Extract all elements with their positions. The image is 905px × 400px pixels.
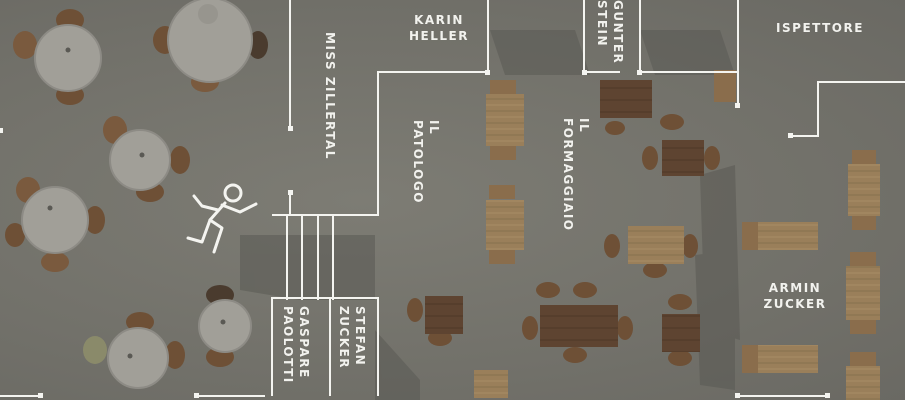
label-gaspare-paolotti[interactable]: GASPARE PAOLOTTI [281, 306, 311, 384]
label-gunter-stein[interactable]: GUNTER STEIN [595, 0, 625, 65]
round-table-3 [103, 116, 190, 202]
table-formaggiaio-top [600, 70, 736, 135]
shadows [240, 30, 740, 400]
table-right-1 [742, 222, 818, 250]
running-person-icon [186, 183, 258, 254]
label-stefan-zucker[interactable]: STEFAN ZUCKER [337, 306, 367, 369]
round-table-6 [198, 285, 252, 367]
table-right-small [662, 294, 700, 366]
table-ispettore [848, 150, 880, 230]
label-il-formaggiaio[interactable]: IL FORMAGGIAIO [561, 118, 591, 232]
round-table-2 [153, 0, 268, 92]
table-bottom-right [846, 352, 880, 400]
round-table-4 [5, 177, 105, 272]
round-table-1 [13, 9, 102, 105]
label-ispettore[interactable]: ISPETTORE [776, 21, 864, 35]
table-patologo-2 [486, 185, 524, 264]
table-right-2 [742, 345, 818, 373]
table-center-long [522, 282, 633, 363]
round-table-5 [83, 312, 185, 389]
partition-dots [0, 70, 830, 398]
table-formaggiaio-mid [642, 114, 720, 176]
label-miss-zillertal[interactable]: MISS ZILLERTAL [323, 32, 337, 160]
label-karin-heller[interactable]: KARIN HELLER [409, 13, 469, 43]
table-formaggiaio-low [604, 226, 698, 278]
table-center-small [407, 296, 463, 346]
table-patologo-1 [486, 80, 524, 160]
table-bottom-center [474, 370, 508, 398]
label-il-patologo[interactable]: IL PATOLOGO [411, 120, 441, 204]
stairs [286, 215, 334, 300]
label-armin-zucker[interactable]: ARMIN ZUCKER [763, 281, 827, 311]
table-armin [846, 252, 880, 334]
